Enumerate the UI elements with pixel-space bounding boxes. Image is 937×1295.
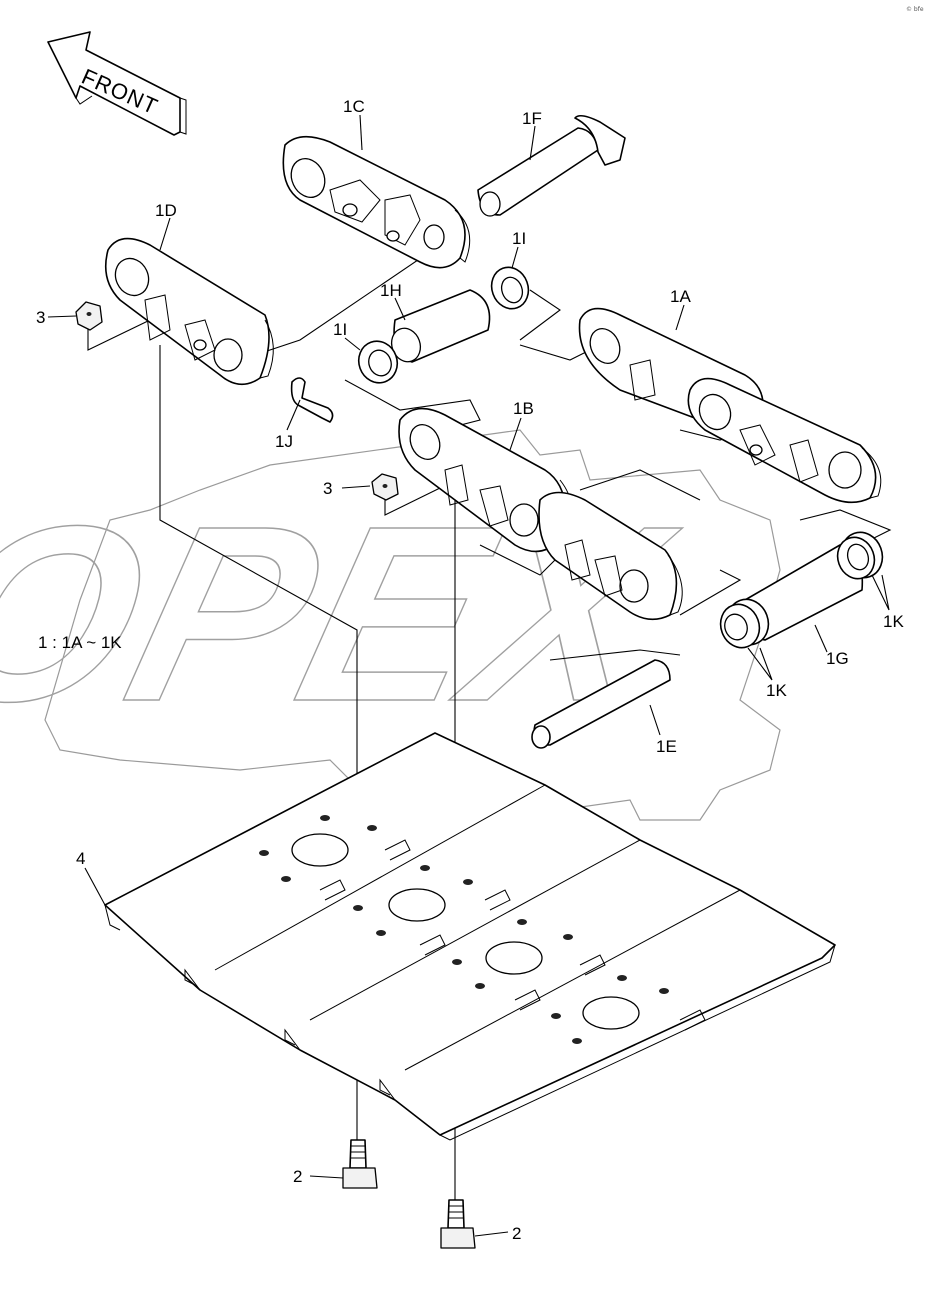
seal-1I-left (357, 340, 399, 384)
label-1H: 1H (380, 281, 402, 300)
label-1K-right: 1K (883, 612, 904, 631)
front-arrow: FRONT (47, 31, 187, 136)
link-1C (282, 135, 471, 269)
assembly-note: 1 : 1A ~ 1K (38, 633, 122, 652)
label-1I-top: 1I (512, 229, 526, 248)
label-1E: 1E (656, 737, 677, 756)
label-4: 4 (76, 849, 85, 868)
corner-mark: © bfe (906, 6, 924, 13)
link-1D (104, 237, 274, 386)
nut-3-mid (371, 473, 399, 501)
label-2-left: 2 (293, 1167, 302, 1186)
label-1B: 1B (513, 399, 534, 418)
label-1F: 1F (522, 109, 542, 128)
label-1G: 1G (826, 649, 849, 668)
bushing-1H (390, 289, 491, 363)
seal-1I-top (490, 266, 530, 310)
spring-pin-1J (290, 377, 334, 423)
link-1A (578, 307, 882, 504)
label-1J: 1J (275, 432, 293, 451)
bolt-2-left (342, 1139, 378, 1189)
track-shoes-4 (104, 732, 836, 1141)
seals-1K-right (836, 531, 884, 580)
label-3-top: 3 (36, 308, 45, 327)
label-1I-left: 1I (333, 320, 347, 339)
pin-1E (531, 659, 671, 749)
label-2-right: 2 (512, 1224, 521, 1243)
label-3-mid: 3 (323, 479, 332, 498)
seals-1K-left (719, 598, 770, 649)
label-1A: 1A (670, 287, 691, 306)
part-labels: 1C 1F 1D 1I 1H 1A 3 1I 1B 1J 3 1K 1 : 1A… (36, 97, 904, 1243)
bolt-2-right (440, 1199, 476, 1249)
pin-1F (477, 114, 626, 217)
label-1C: 1C (343, 97, 365, 116)
nut-3-top (75, 301, 103, 331)
label-1D: 1D (155, 201, 177, 220)
leader-lines (47, 114, 890, 1237)
link-1B (398, 407, 683, 621)
label-1K-bottom: 1K (766, 681, 787, 700)
